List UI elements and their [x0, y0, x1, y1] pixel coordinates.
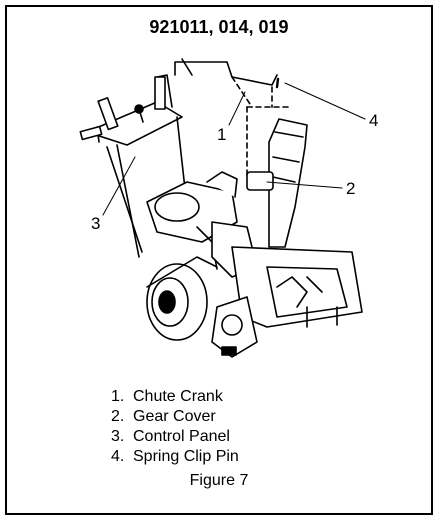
legend-item: 3. Control Panel	[111, 427, 239, 447]
figure-frame: 921011, 014, 019	[5, 5, 433, 515]
parts-legend: 1. Chute Crank 2. Gear Cover 3. Control Pan…	[111, 387, 239, 467]
callout-2: 2	[346, 179, 356, 198]
legend-item: 2. Gear Cover	[111, 407, 239, 427]
callout-4: 4	[369, 111, 379, 130]
figure-caption: Figure 7	[189, 472, 249, 489]
legend-number: 3.	[111, 428, 125, 445]
legend-number: 4.	[111, 448, 125, 465]
legend-item: 1. Chute Crank	[111, 387, 239, 407]
legend-label: Control Panel	[133, 428, 230, 445]
legend-number: 1.	[111, 388, 125, 405]
figure-title: 921011, 014, 019	[149, 17, 289, 37]
legend-number: 2.	[111, 408, 125, 425]
legend-label: Gear Cover	[133, 408, 216, 425]
legend-label: Spring Clip Pin	[133, 448, 239, 465]
callout-3: 3	[91, 214, 101, 233]
legend-label: Chute Crank	[133, 388, 223, 405]
snowblower-illustration	[79, 58, 366, 358]
callout-1: 1	[217, 125, 227, 144]
legend-item: 4. Spring Clip Pin	[111, 447, 239, 467]
